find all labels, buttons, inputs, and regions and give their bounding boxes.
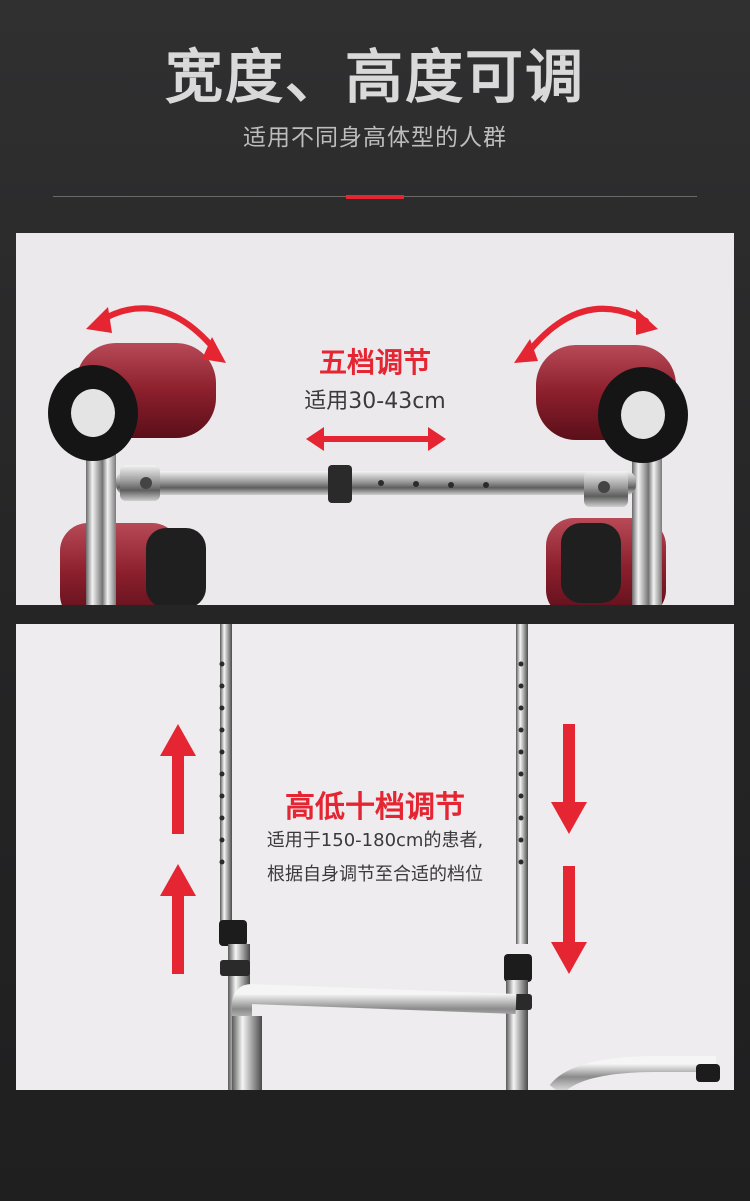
down-arrows — [551, 724, 587, 974]
right-rotate-arrow — [523, 305, 649, 358]
walker-legs-illustration — [160, 624, 720, 1090]
left-grip-foam — [146, 528, 206, 605]
page-title: 宽度、高度可调 — [164, 43, 585, 111]
height-adjust-line-2: 根据自身调节至合适的档位 — [267, 864, 483, 885]
right-grip-foam — [561, 523, 621, 603]
width-adjust-range: 适用30-43cm — [304, 389, 446, 414]
width-adjust-title: 五档调节 — [318, 346, 431, 379]
divider-accent — [346, 195, 404, 199]
width-crossbar — [116, 471, 636, 495]
width-adjust-photo: 五档调节 适用30-43cm — [16, 233, 734, 605]
right-leg-upper — [516, 624, 528, 944]
height-adjust-title: 高低十档调节 — [285, 790, 465, 825]
left-rotate-arrow — [97, 305, 219, 354]
lower-crossbar — [232, 984, 517, 1024]
page-subtitle: 适用不同身高体型的人群 — [243, 125, 507, 151]
height-adjust-line-1: 适用于150-180cm的患者, — [266, 830, 484, 851]
height-adjust-photo: 高低十档调节 适用于150-180cm的患者, 根据自身调节至合适的档位 — [16, 624, 734, 1090]
up-arrows — [160, 724, 196, 974]
bar-clip — [328, 465, 352, 503]
left-leg-upper — [220, 624, 232, 924]
walker-top-illustration — [48, 305, 688, 605]
